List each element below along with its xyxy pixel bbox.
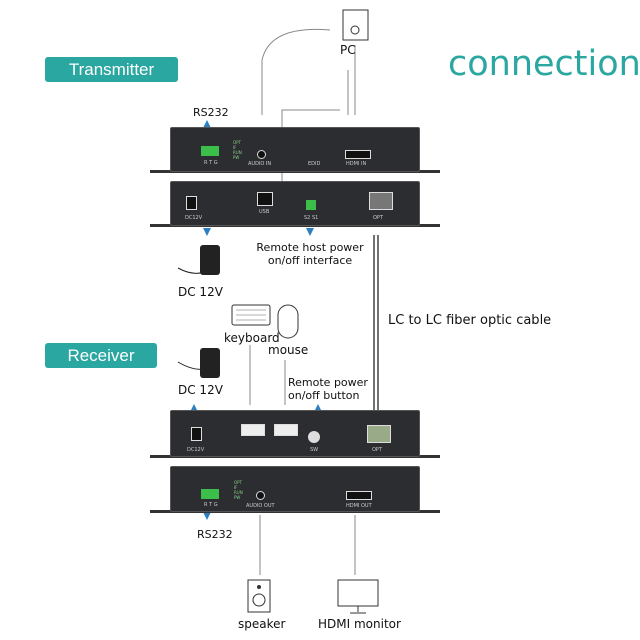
dc-label: DC12V (187, 447, 205, 453)
rtg-label: R T G (204, 502, 218, 508)
monitor-icon (337, 579, 379, 607)
audio-cable (261, 28, 331, 115)
pc-usb-hdmi-cables (347, 45, 356, 115)
hdmi-out-port (346, 491, 372, 500)
hdmi-in-label: HDMI IN (346, 161, 367, 167)
audio-out-port (256, 491, 265, 500)
mouse-label: mouse (268, 343, 309, 357)
remote-host-line1: Remote host power (256, 241, 364, 254)
power-adapter-icon-top (200, 245, 220, 275)
power-adapter-icon-bottom (200, 348, 220, 378)
hdmi-monitor-label: HDMI monitor (318, 617, 401, 631)
hdmi-out-label: HDMI OUT (346, 503, 372, 509)
rs232-terminal (201, 146, 219, 156)
rs232-top-label: RS232 (193, 106, 229, 119)
speaker-monitor-cables (259, 515, 356, 575)
dc-label: DC12V (185, 215, 203, 221)
opt-port (369, 192, 393, 210)
edid-label: EDID (308, 161, 321, 167)
mouse-icon (277, 304, 299, 339)
keyboard-label: keyboard (224, 331, 280, 345)
audio-in-port (257, 150, 266, 159)
receiver-tag: Receiver (45, 343, 157, 368)
transmitter-back-panel: DC12V USB S2 S1 OPT (170, 181, 420, 226)
rs232-bottom-label: RS232 (197, 528, 233, 541)
transmitter-tag: Transmitter (45, 57, 178, 82)
usb-mouse-port (274, 424, 298, 436)
remote-button-line1: Remote power (288, 376, 368, 389)
dc12v-bottom-label: DC 12V (178, 383, 223, 397)
pc-label: PC (340, 43, 356, 57)
usb-label: USB (259, 209, 270, 215)
opt-label: OPT (373, 215, 384, 221)
s2s1-label: S2 S1 (304, 215, 319, 221)
power-switch (308, 431, 320, 443)
fiber-cable (373, 235, 379, 410)
remote-terminal (306, 200, 316, 210)
audio-in-label: AUDIO IN (248, 161, 272, 167)
opt-label: OPT (372, 447, 383, 453)
hdmi-in-port (345, 150, 371, 159)
kb-mouse-cables (249, 345, 286, 405)
speaker-label: speaker (238, 617, 286, 631)
dc-jack (191, 427, 202, 441)
pc-icon (342, 9, 369, 41)
usb-keyboard-port (241, 424, 265, 436)
sw-label: SW (310, 447, 319, 453)
remote-button-line2: on/off button (288, 389, 360, 402)
usb-b-port (257, 192, 273, 206)
rtg-label: R T G (204, 160, 218, 166)
fiber-label: LC to LC fiber optic cable (388, 313, 552, 328)
dc-jack (186, 196, 197, 210)
opt-port (367, 425, 391, 443)
speaker-icon (247, 579, 271, 613)
diagram-title: connection (448, 44, 640, 84)
remote-host-line2: on/off interface (267, 254, 353, 267)
audio-out-label: AUDIO OUT (246, 503, 275, 509)
receiver-back-panel: DC12V SW OPT (170, 410, 420, 457)
rs232-terminal (201, 489, 219, 499)
dc12v-top-label: DC 12V (178, 285, 223, 299)
